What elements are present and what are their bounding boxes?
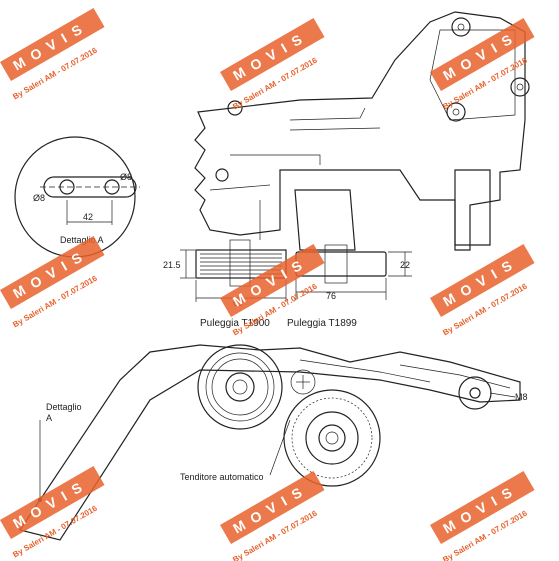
m8-leader <box>489 392 516 398</box>
bracket-ribs <box>209 107 381 240</box>
mount-hole-2 <box>510 77 530 97</box>
watermark-3: M O V I S By Saleri AM - 07.07.2016 <box>430 18 535 111</box>
dim-label-215: 21.5 <box>163 260 181 270</box>
mount-hole-1-inner <box>457 23 465 31</box>
m8-boss <box>458 376 492 410</box>
pulley-t1900-inner <box>211 358 269 416</box>
detail-ref-line2: A <box>46 413 52 423</box>
front-view: M8 Dettaglio A Tenditore automatico <box>19 344 528 541</box>
mount-hole-1 <box>451 17 471 37</box>
tensioner-leader <box>269 419 291 476</box>
hole-left-label: Ø8 <box>33 193 45 203</box>
spacing-label: 42 <box>83 212 93 222</box>
detail-title: Dettaglio A <box>60 235 104 245</box>
pulley-t1900-front <box>197 344 283 430</box>
pulley-t1899-inner <box>305 411 359 465</box>
detail-a-view: Ø8 Ø8 42 Dettaglio A <box>14 136 140 258</box>
pulley-t1899-hub <box>318 424 346 452</box>
m8-label: M8 <box>515 392 528 402</box>
watermark-4: M O V I S By Saleri AM - 07.07.2016 <box>0 236 105 329</box>
pulley-t1899-teeth <box>291 397 373 479</box>
mount-hole-2-inner <box>516 83 524 91</box>
pulley-t1899-front <box>283 389 381 487</box>
shaft-right <box>324 244 348 284</box>
pulley-t1900-hub <box>225 372 255 402</box>
tensioner-column <box>294 189 356 251</box>
front-bracket-outline <box>19 344 521 541</box>
front-bracket-ribs <box>299 359 511 389</box>
watermark-8: M O V I S By Saleri AM - 07.07.2016 <box>220 471 325 561</box>
side-view: 21.5 22 69 76 Puleggia T1900 Puleggia T1… <box>163 11 530 329</box>
mount-hole-3 <box>446 102 466 122</box>
pulley-t1900-bolt <box>232 379 248 395</box>
hole-right-label: Ø8 <box>120 172 132 182</box>
shaft-left <box>229 239 251 287</box>
tensioner-label: Tenditore automatico <box>180 472 264 482</box>
pulley-t1899-label: Puleggia T1899 <box>287 318 357 329</box>
watermark-7: M O V I S By Saleri AM - 07.07.2016 <box>0 466 105 559</box>
mount-hole-5 <box>215 168 229 182</box>
detail-ref-line1: Dettaglio <box>46 402 82 412</box>
watermark-9: M O V I S By Saleri AM - 07.07.2016 <box>430 471 535 561</box>
mount-hole-3-inner <box>452 108 460 116</box>
watermark-6: M O V I S By Saleri AM - 07.07.2016 <box>430 244 535 337</box>
pulley-t1900-label: Puleggia T1900 <box>200 318 270 329</box>
m8-hole <box>469 387 481 399</box>
mount-hole-4 <box>227 100 243 116</box>
mount-foot <box>454 169 491 246</box>
pulley-t1899-bolt <box>325 431 339 445</box>
watermark-1: M O V I S By Saleri AM - 07.07.2016 <box>0 8 105 101</box>
watermark-2: M O V I S By Saleri AM - 07.07.2016 <box>220 18 325 111</box>
dim-label-76: 76 <box>326 291 336 301</box>
dim-label-22: 22 <box>400 260 410 270</box>
watermarks: M O V I S By Saleri AM - 07.07.2016 M O … <box>0 8 535 561</box>
pulley-ribs <box>200 253 282 275</box>
pulley-t1900-rim <box>205 352 275 422</box>
pivot-circle <box>290 369 316 395</box>
